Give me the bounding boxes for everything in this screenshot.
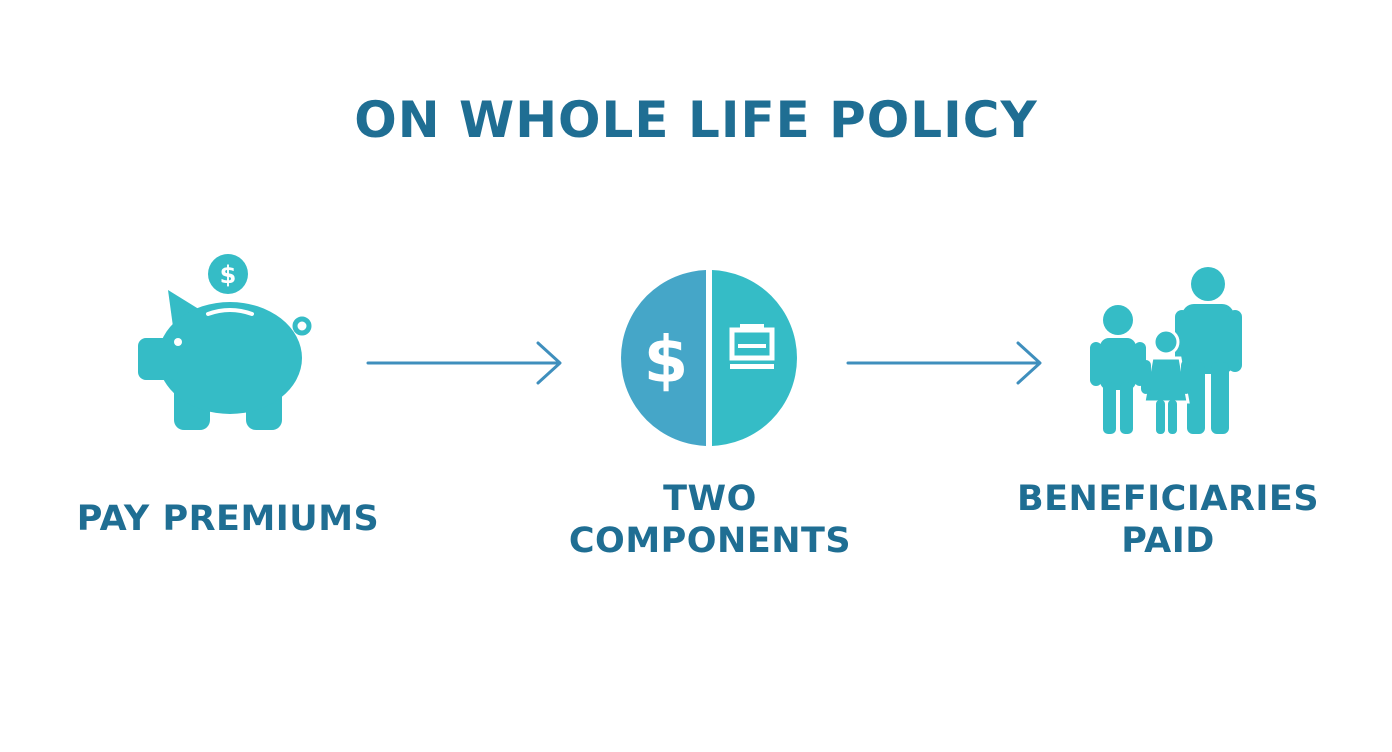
step-label-beneficiaries-paid: BENEFICIARIES PAID bbox=[990, 478, 1346, 562]
dollar-sign-icon: $ bbox=[644, 324, 689, 398]
diagram-title: ON WHOLE LIFE POLICY bbox=[354, 91, 1038, 149]
step-label-line: COMPONENTS bbox=[568, 521, 852, 561]
step-label-line: PAY PREMIUMS bbox=[76, 499, 380, 539]
step-label-line: TWO bbox=[663, 479, 757, 519]
step-label-two-components: TWO COMPONENTS bbox=[520, 478, 900, 562]
step-label-pay-premiums: PAY PREMIUMS bbox=[40, 498, 416, 540]
step-label-line: PAID bbox=[1121, 521, 1215, 561]
family-icon bbox=[1090, 267, 1242, 434]
arrow-right-icon bbox=[846, 341, 1042, 385]
split-circle-icon: $ bbox=[621, 270, 797, 446]
coin-dollar-sign: $ bbox=[220, 261, 237, 289]
step-label-line: BENEFICIARIES bbox=[1016, 479, 1320, 519]
arrow-right-icon bbox=[366, 341, 562, 385]
document-icon bbox=[729, 324, 775, 369]
coin-icon bbox=[208, 254, 248, 294]
piggy-bank-icon: $ bbox=[138, 254, 312, 430]
